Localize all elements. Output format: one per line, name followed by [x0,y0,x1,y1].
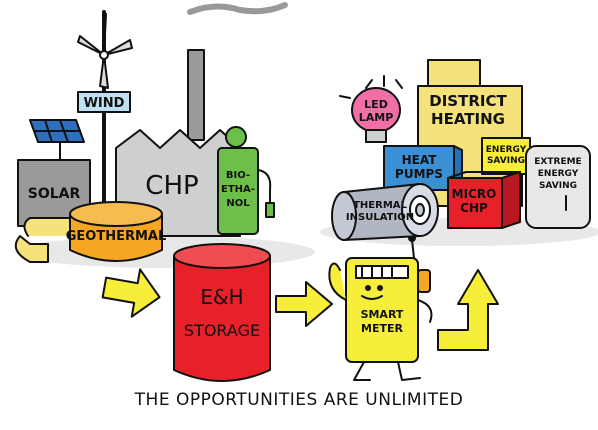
micro-chp-unit [447,171,521,229]
label-extreme-energy-saving-3: SAVING [539,181,577,191]
arrow-into-meter [275,281,333,327]
bioethanol-pump [217,126,275,235]
label-district-heating-1: DISTRICT [429,92,507,110]
label-heat-pumps-2: PUMPS [395,167,443,181]
label-micro-chp-1: MICRO [452,187,497,201]
label-storage-1: E&H [200,285,243,309]
extreme-energy-saving-fridge [525,145,591,229]
arrow-out-up [437,269,499,351]
label-storage-2: STORAGE [184,321,260,340]
label-thermal-insulation-2: INSULATION [346,212,414,223]
label-led-lamp-2: LAMP [359,111,394,124]
label-bioethanol-1: BIO- [226,170,250,181]
smart-meter-character [328,234,433,381]
label-smart-meter-1: SMART [361,308,404,321]
thermal-insulation-roll [331,183,439,241]
label-wind: WIND [84,96,125,111]
label-led-lamp-1: LED [364,98,388,111]
label-extreme-energy-saving-1: EXTREME [534,157,581,167]
label-energy-saving-2: SAVING [487,156,525,166]
arrow-into-storage [101,268,161,318]
chp-factory [115,2,288,237]
geothermal-tank [14,201,163,263]
label-energy-saving-1: ENERGY [486,145,527,155]
label-chp: CHP [145,171,198,201]
led-lamp [339,75,403,143]
wind-turbine [77,10,133,230]
label-extreme-energy-saving-2: ENERGY [538,169,579,179]
label-smart-meter-2: METER [361,322,403,335]
label-district-heating-2: HEATING [431,110,505,128]
label-solar: SOLAR [28,186,81,202]
heat-pumps-unit [383,145,463,197]
label-bioethanol-2: ETHA- [221,184,255,195]
label-micro-chp-2: CHP [460,201,488,215]
caption: THE OPPORTUNITIES ARE UNLIMITED [134,390,464,410]
label-bioethanol-3: NOL [226,198,250,209]
label-heat-pumps-1: HEAT [402,153,438,167]
label-geothermal: GEOTHERMAL [66,229,167,244]
storage-tank [173,243,271,382]
label-thermal-insulation-1: THERMAL [353,200,407,211]
